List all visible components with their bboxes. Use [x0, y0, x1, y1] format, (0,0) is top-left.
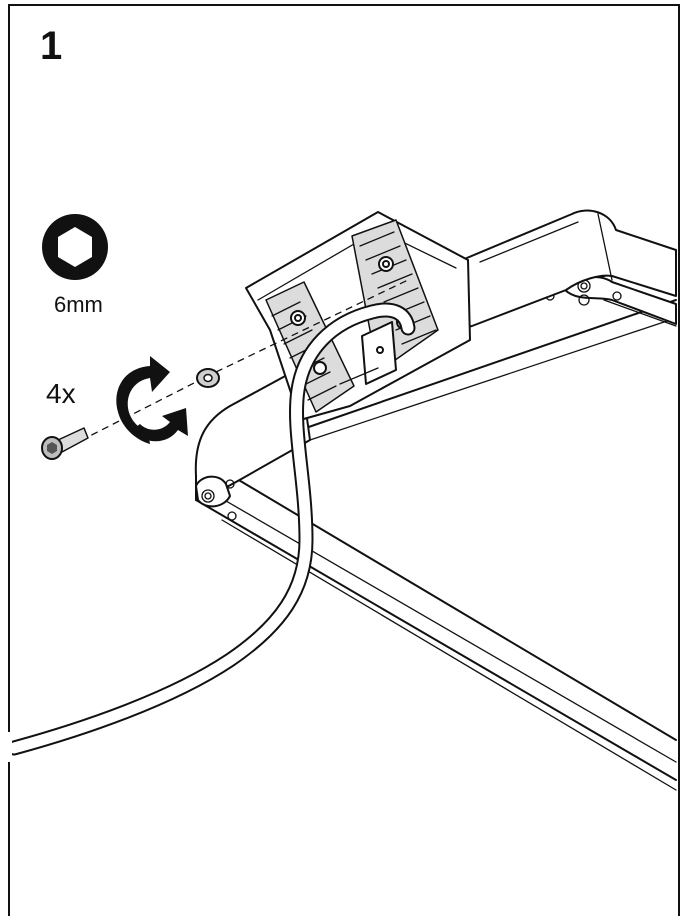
hex-key-icon	[42, 214, 108, 280]
step-number: 1	[40, 24, 63, 68]
power-cable	[0, 302, 416, 762]
desk-frame	[194, 209, 677, 791]
quantity-label: 4x	[46, 378, 76, 409]
bolt-icon	[41, 427, 89, 460]
step-panel: 1 6mm 4x	[8, 4, 680, 916]
rotate-clockwise-icon	[116, 356, 188, 444]
tool-size-label: 6mm	[54, 292, 103, 317]
washer-icon	[196, 368, 220, 388]
